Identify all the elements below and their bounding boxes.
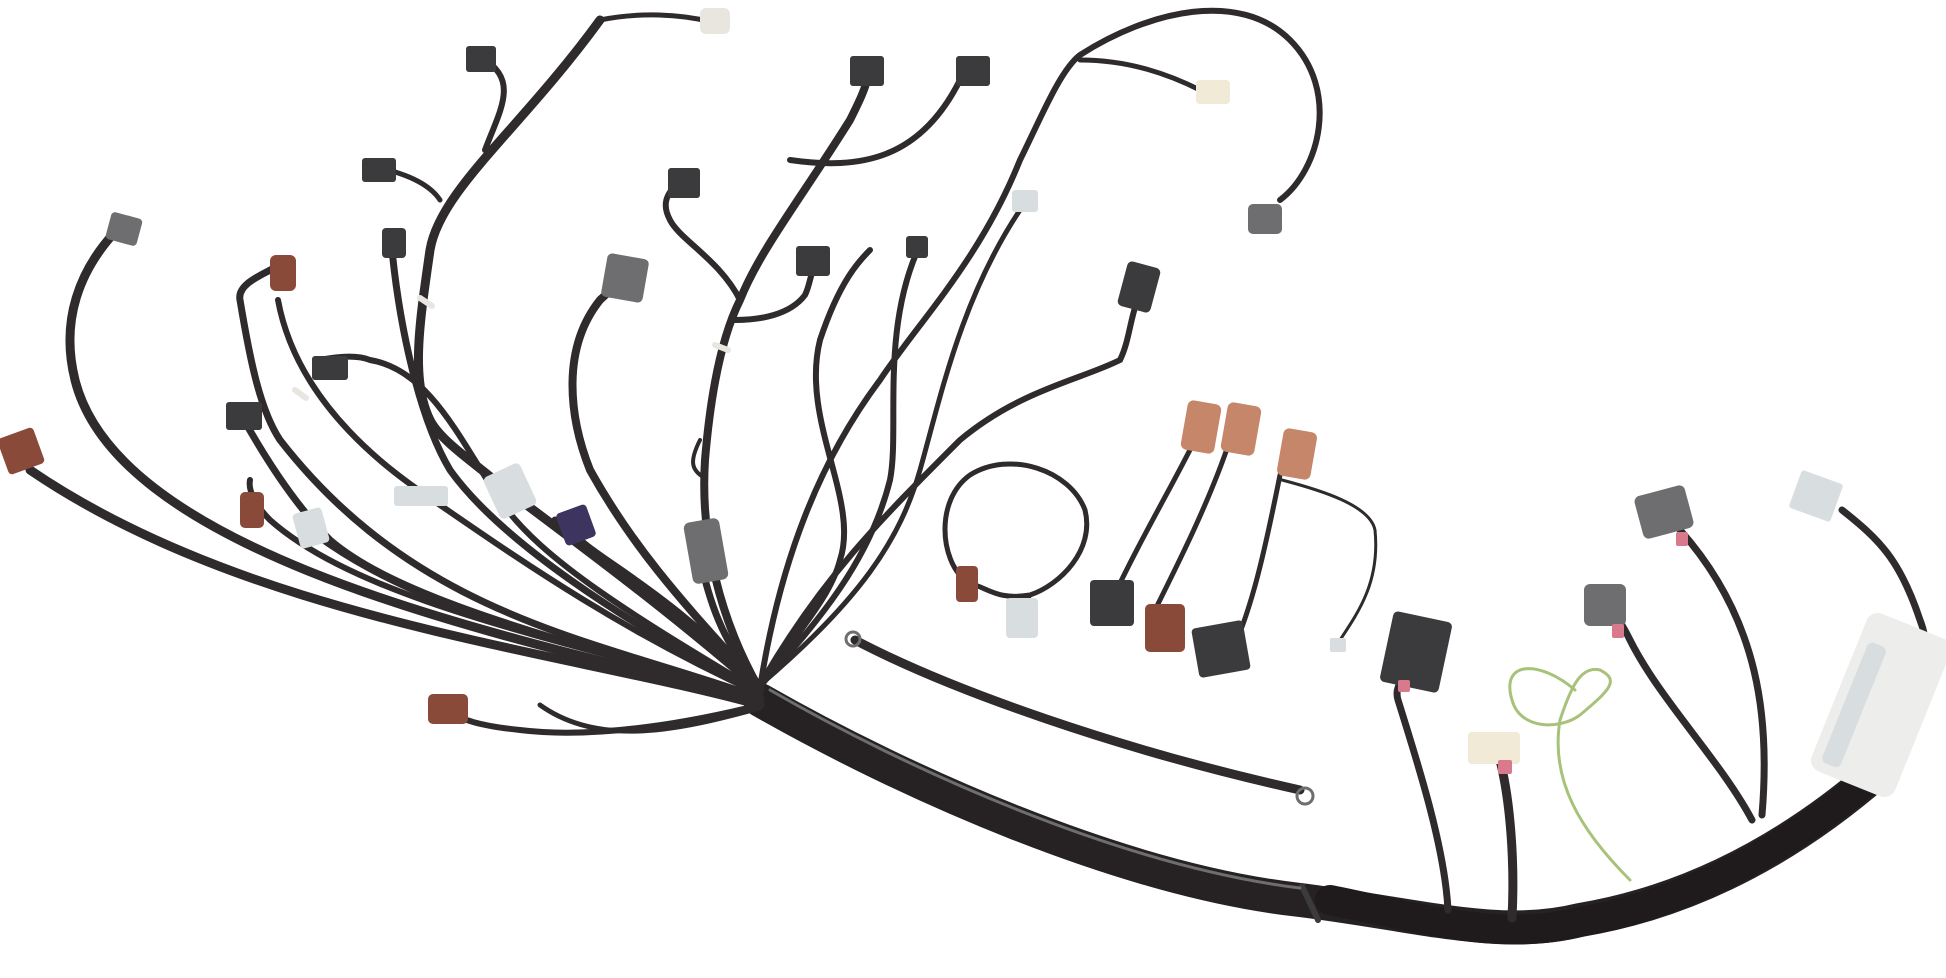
plug-connector-icon: [1145, 604, 1185, 652]
plug-connector-icon: [226, 402, 262, 430]
ring-terminal-icon: [844, 630, 862, 648]
tape-band: [712, 342, 731, 353]
plug-connector-icon: [1248, 204, 1282, 234]
plug-connector-icon: [105, 212, 143, 246]
branch-wire: [757, 242, 923, 689]
branch-wire: [442, 702, 763, 736]
branch-wire: [757, 292, 1143, 688]
plug-connector-icon: [483, 463, 537, 519]
plug-connector-icon: [394, 486, 448, 506]
branch-wire: [537, 702, 763, 734]
plug-connector-icon: [1090, 580, 1134, 626]
plug-connector-icon: [382, 228, 406, 258]
plug-connector-icon: [1584, 584, 1626, 626]
branch-wire: [388, 246, 764, 698]
branch-wire: [1077, 57, 1203, 93]
main-harness-trunk: [743, 683, 1897, 945]
plug-connector-icon: [1117, 261, 1161, 313]
branch-wire: [757, 207, 1023, 688]
branch-wire: [757, 7, 1323, 691]
branch-wire: [65, 227, 765, 705]
plug-connector-icon: [1468, 732, 1520, 764]
tape-band: [292, 387, 309, 401]
branch-wire: [1676, 526, 1768, 819]
branch-wire: [236, 258, 764, 702]
plug-connector-icon: [1196, 80, 1230, 104]
left-branch-group: [25, 12, 765, 736]
branch-wire: [757, 247, 873, 691]
plug-connector-icon: [1634, 485, 1694, 539]
plug-connector-icon: [956, 566, 978, 602]
ring-terminal-group: [844, 630, 1315, 806]
branch-wire: [413, 15, 765, 695]
trunk-braid: [1315, 755, 1895, 945]
fuse-relay-box: [1811, 612, 1946, 798]
plug-connector-icon: [906, 236, 928, 258]
plug-connector-icon: [556, 504, 596, 546]
plug-connector-icon: [683, 518, 729, 584]
branch-wire: [787, 77, 963, 167]
plug-connector-icon: [796, 246, 830, 276]
branch-wire: [275, 297, 763, 697]
relay-box-shadow: [1822, 642, 1886, 768]
ground-strap-wire: [850, 635, 1305, 795]
trunk-highlight: [768, 688, 1302, 890]
plug-connector-icon: [850, 56, 884, 86]
plug-connector-icon: [1006, 598, 1038, 638]
branch-wire: [1495, 755, 1518, 923]
branch-wire: [691, 438, 707, 480]
plug-connector-icon: [0, 427, 45, 475]
plug-connector-icon: [1380, 611, 1452, 693]
tape-band: [417, 295, 435, 309]
plug-connector-icon: [956, 56, 990, 86]
plug-connector-icon: [466, 46, 496, 72]
plug-connector-icon: [1191, 620, 1251, 678]
plug-connector-icon: [1012, 190, 1038, 212]
centre-branch-group: [662, 7, 1323, 694]
plug-connector-icon: [700, 8, 730, 34]
plug-connector-icon: [270, 255, 296, 291]
plug-connector-icon: [1277, 428, 1317, 480]
branch-wire: [25, 465, 765, 710]
crimp-shrink: [1676, 532, 1688, 546]
ring-terminal-icon: [1295, 786, 1315, 806]
plug-connector-icon: [428, 694, 468, 724]
pigtail-wire: [1280, 478, 1378, 642]
plug-connector-icon: [1789, 470, 1843, 522]
crimp-shrink: [1498, 760, 1512, 774]
ground-wire-green: [1508, 667, 1632, 882]
plug-connector-icon: [292, 507, 330, 549]
crimp-shrink: [1398, 680, 1410, 692]
plug-connector-icon: [1180, 400, 1222, 454]
trunk-tape-band: [1299, 883, 1321, 923]
plug-connector-icon: [668, 168, 700, 198]
terminal-accent-group: [1398, 532, 1688, 774]
tape-band-group: [292, 295, 731, 401]
plug-connector-icon: [362, 158, 396, 182]
plug-connector-icon: [1330, 638, 1346, 652]
plug-connector-icon: [601, 253, 649, 303]
connector-group: [0, 8, 1843, 764]
plug-connector-icon: [1220, 402, 1262, 456]
crimp-shrink: [1612, 624, 1624, 638]
plug-connector-icon: [312, 356, 348, 380]
pigtail-wire: [1147, 437, 1233, 623]
plug-connector-icon: [240, 492, 264, 528]
